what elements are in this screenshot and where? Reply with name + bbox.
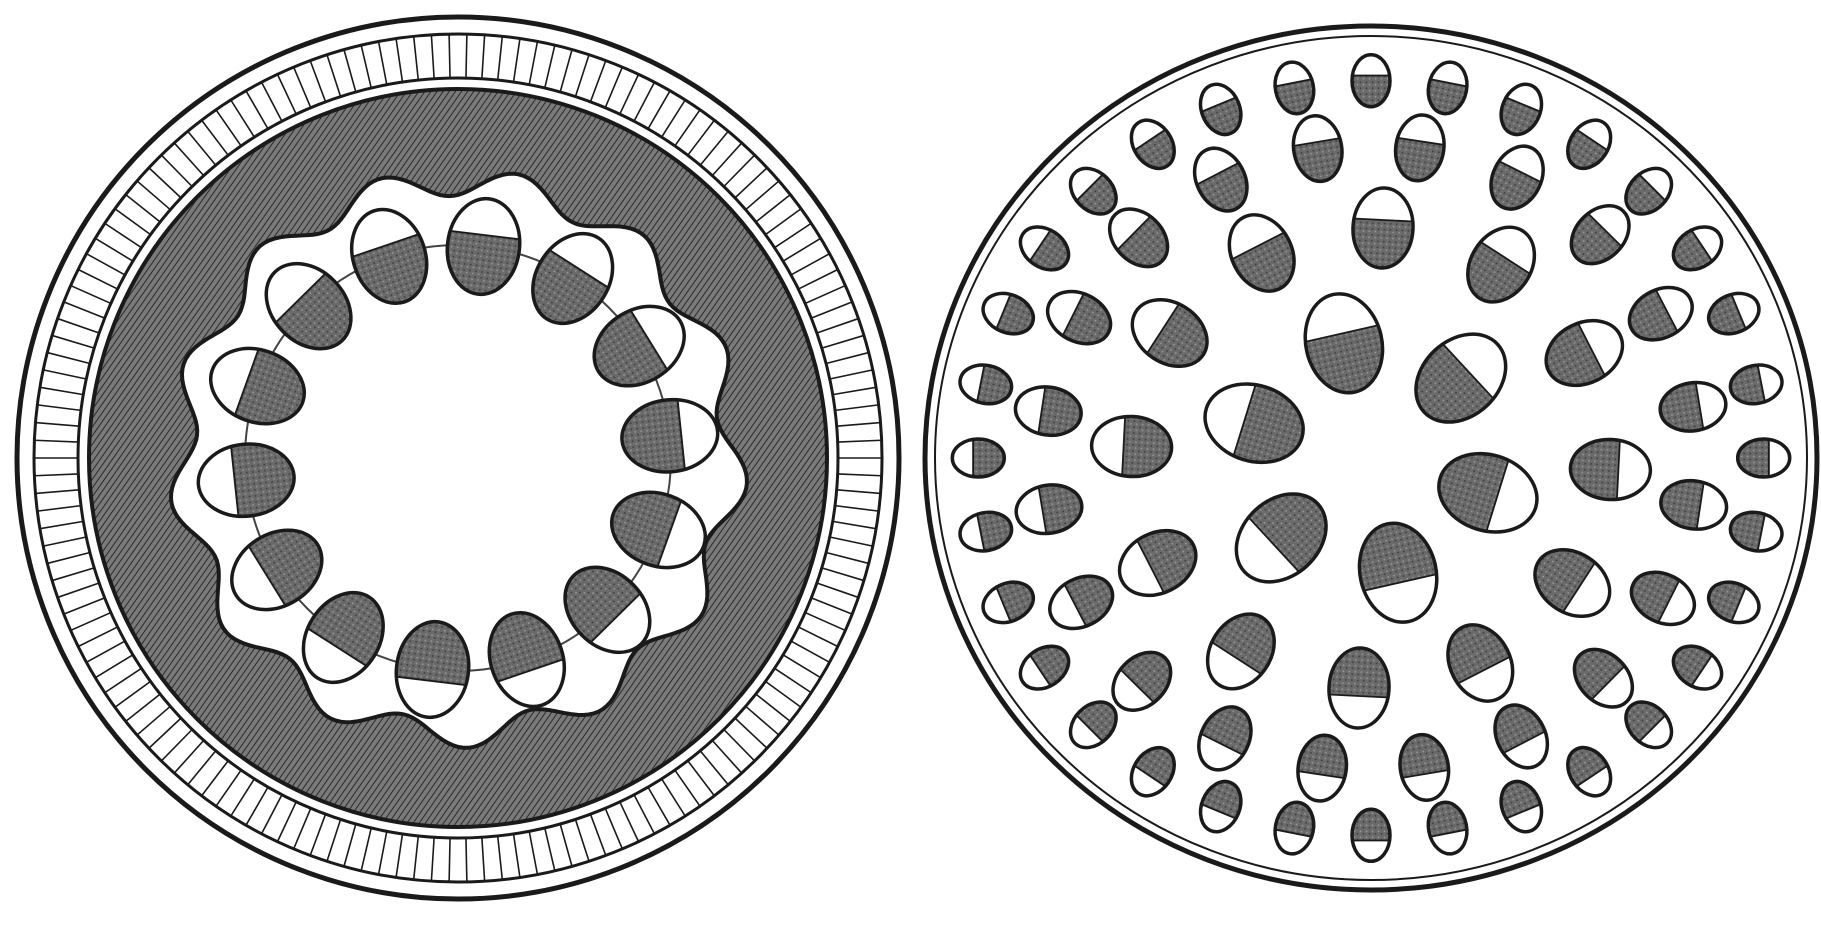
- monocot-outer-ring: [925, 26, 1817, 890]
- cortex-cell-wall: [449, 838, 450, 882]
- vascular-bundle: [1738, 439, 1790, 477]
- cortex-cell-wall: [449, 34, 450, 78]
- vascular-bundle: [952, 439, 1004, 477]
- cortex-cell-wall: [466, 838, 467, 882]
- vascular-bundle: [1352, 55, 1390, 107]
- cortex-cell-wall: [466, 34, 467, 78]
- monocot-stem-section: [925, 26, 1817, 890]
- vascular-bundle: [1352, 809, 1390, 861]
- dicot-stem-section: [17, 17, 899, 899]
